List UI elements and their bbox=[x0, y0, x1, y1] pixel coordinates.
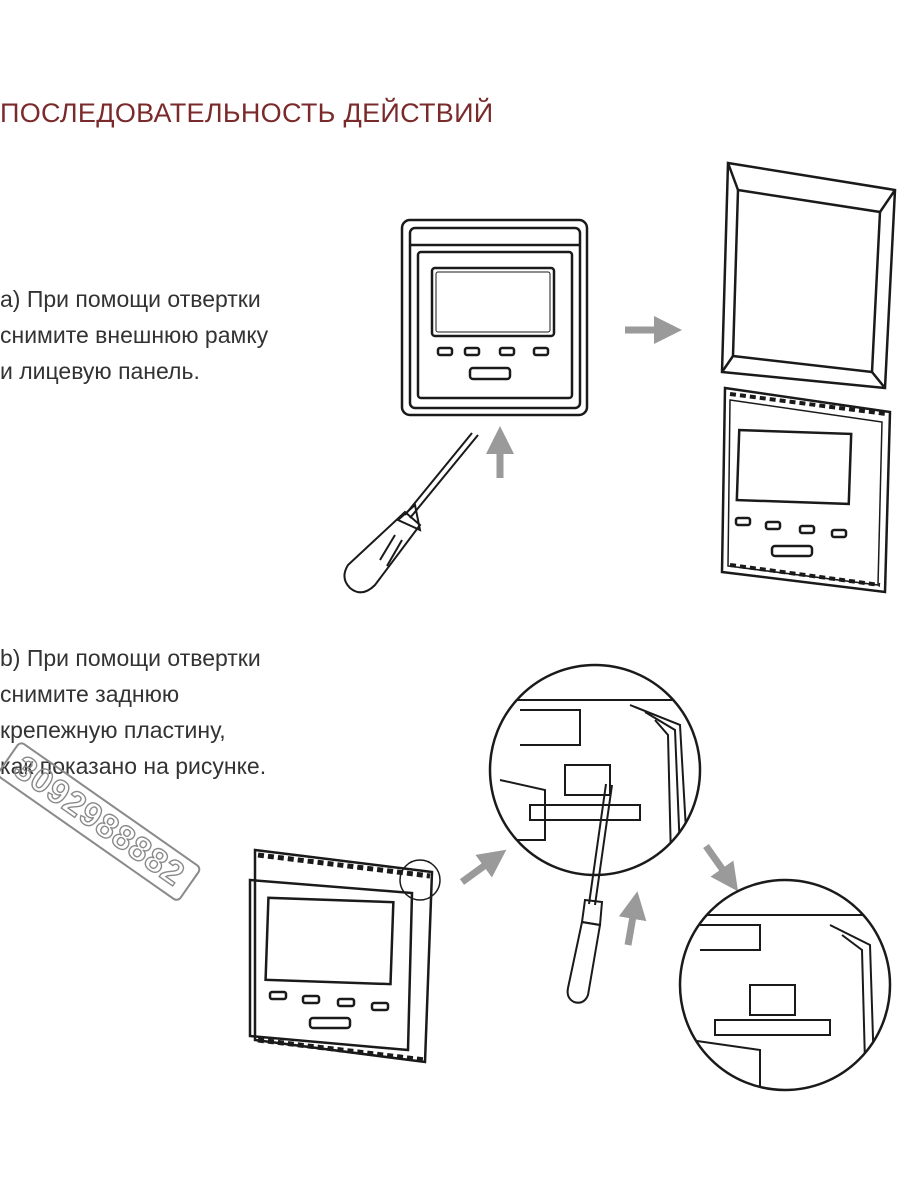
detail-zoom-1 bbox=[488, 663, 702, 1004]
thermostat-body bbox=[720, 386, 892, 594]
step-b-line: крепежную пластину, bbox=[0, 717, 226, 743]
detail-zoom-2 bbox=[678, 878, 892, 1092]
step-b-line: b) При помощи отвертки bbox=[0, 645, 261, 671]
thermostat-body-step-b bbox=[248, 848, 441, 1064]
step-b-line: снимите заднюю bbox=[0, 681, 180, 707]
thermostat-assembled bbox=[400, 218, 589, 417]
screwdriver-icon bbox=[343, 432, 479, 594]
screwdriver-icon bbox=[566, 783, 613, 1004]
outer-frame-removed bbox=[720, 161, 897, 390]
step-b-instructions: b) При помощи отвертки снимите заднюю кр… bbox=[0, 640, 266, 784]
step-a-line: а) При помощи отвертки bbox=[0, 286, 261, 312]
step-a-line: снимите внешнюю рамку bbox=[0, 322, 269, 348]
page-title: ПОСЛЕДОВАТЕЛЬНОСТЬ ДЕЙСТВИЙ bbox=[0, 98, 494, 128]
step-a-instructions: а) При помощи отвертки снимите внешнюю р… bbox=[0, 281, 268, 389]
step-b-line: как показано на рисунке. bbox=[0, 753, 267, 779]
arrow-right-icon bbox=[459, 849, 507, 885]
step-a-line: и лицевую панель. bbox=[0, 358, 200, 384]
arrow-up-icon bbox=[618, 891, 647, 946]
arrow-down-right-icon bbox=[703, 843, 739, 892]
